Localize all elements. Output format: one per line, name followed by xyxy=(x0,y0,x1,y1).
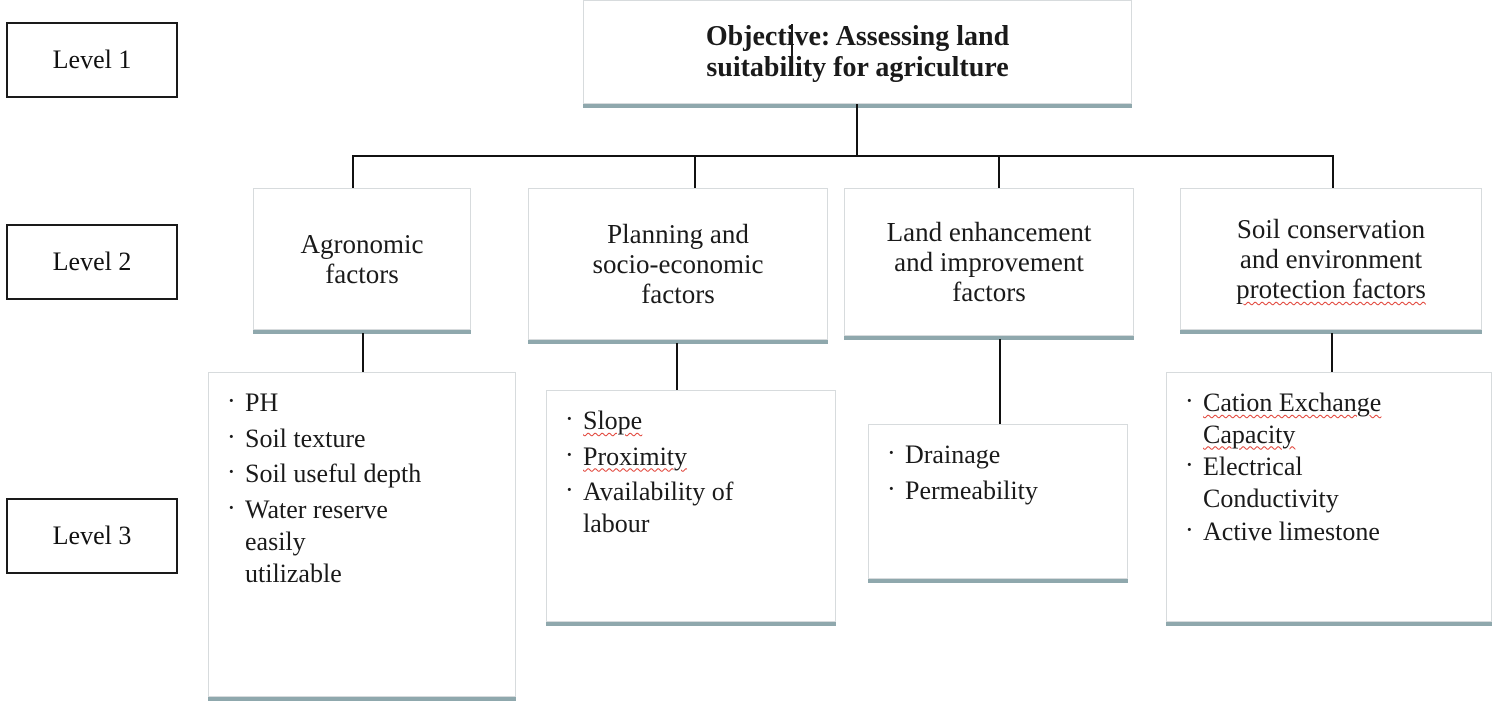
node-soil-conservation-line3: protection factors xyxy=(1236,274,1426,305)
list-item: Availability of labour xyxy=(563,474,825,539)
list-item: Cation Exchange Capacity xyxy=(1183,385,1481,450)
node-soil-conservation-line2: and environment xyxy=(1239,243,1423,274)
list-item: Soil texture xyxy=(225,421,505,455)
connector-agronomic-to-items xyxy=(362,333,364,373)
node-land-enhancement-line2: and improvement xyxy=(894,246,1084,277)
node-planning-line1: Planning and xyxy=(607,218,749,249)
list-item: Electrical Conductivity xyxy=(1183,449,1481,514)
connector-bus-to-planning xyxy=(694,155,696,188)
node-objective-line1: Objective: Assessing land xyxy=(705,20,1010,52)
node-planning-socioeconomic-factors: Planning and socio-economic factors xyxy=(528,188,828,340)
connector-soil-conservation-to-items xyxy=(1331,333,1333,373)
list-item: Water reserve easily utilizable xyxy=(225,492,505,589)
list-item: PH xyxy=(225,385,505,419)
level-label-2: Level 2 xyxy=(6,224,178,300)
agronomic-items-list: PH Soil texture Soil useful depth Water … xyxy=(209,373,515,601)
node-land-enhancement-line3: factors xyxy=(952,277,1026,308)
node-agronomic-subcriteria: PH Soil texture Soil useful depth Water … xyxy=(208,372,516,697)
connector-planning-to-items xyxy=(676,343,678,390)
level-label-3: Level 3 xyxy=(6,498,178,574)
node-planning-line3: factors xyxy=(641,279,715,310)
connector-level2-bus xyxy=(352,155,1334,157)
node-agronomic-line2: factors xyxy=(325,259,399,289)
soil-conservation-items-list: Cation Exchange Capacity Electrical Cond… xyxy=(1167,373,1491,557)
connector-objective-down xyxy=(856,104,858,156)
node-land-enhancement-factors: Land enhancement and improvement factors xyxy=(844,188,1134,336)
list-item: Proximity xyxy=(563,439,825,473)
node-objective-line2: suitability for agriculture xyxy=(706,52,1009,83)
planning-items-list: Slope Proximity Availability of labour xyxy=(547,391,835,552)
node-land-enhancement-line1: Land enhancement xyxy=(886,216,1092,247)
level-label-1-text: Level 1 xyxy=(52,45,132,74)
level-label-1: Level 1 xyxy=(6,22,178,98)
list-item: Permeability xyxy=(885,473,1117,507)
node-soil-conservation-subcriteria: Cation Exchange Capacity Electrical Cond… xyxy=(1166,372,1492,622)
node-objective: Objective: Assessing land suitability fo… xyxy=(583,0,1132,104)
list-item: Soil useful depth xyxy=(225,456,505,490)
node-agronomic-line1: Agronomic xyxy=(300,228,424,259)
node-planning-line2: socio-economic xyxy=(592,248,764,279)
node-soil-conservation-line1: Soil conservation xyxy=(1236,213,1426,244)
node-soil-conservation-factors: Soil conservation and environment protec… xyxy=(1180,188,1482,330)
node-agronomic-factors: Agronomic factors xyxy=(253,188,471,330)
land-enhancement-items-list: Drainage Permeability xyxy=(869,425,1127,518)
connector-land-enhancement-to-items xyxy=(999,339,1001,424)
node-planning-subcriteria: Slope Proximity Availability of labour xyxy=(546,390,836,622)
level-label-3-text: Level 3 xyxy=(52,521,132,550)
list-item: Active limestone xyxy=(1183,514,1481,548)
node-land-enhancement-subcriteria: Drainage Permeability xyxy=(868,424,1128,579)
connector-bus-to-agronomic xyxy=(352,155,354,188)
connector-bus-to-land-enhancement xyxy=(998,155,1000,188)
text-cursor-caret xyxy=(791,24,793,76)
list-item: Drainage xyxy=(885,437,1117,471)
level-label-2-text: Level 2 xyxy=(52,247,132,276)
list-item: Slope xyxy=(563,403,825,437)
connector-bus-to-soil-conservation xyxy=(1332,155,1334,188)
